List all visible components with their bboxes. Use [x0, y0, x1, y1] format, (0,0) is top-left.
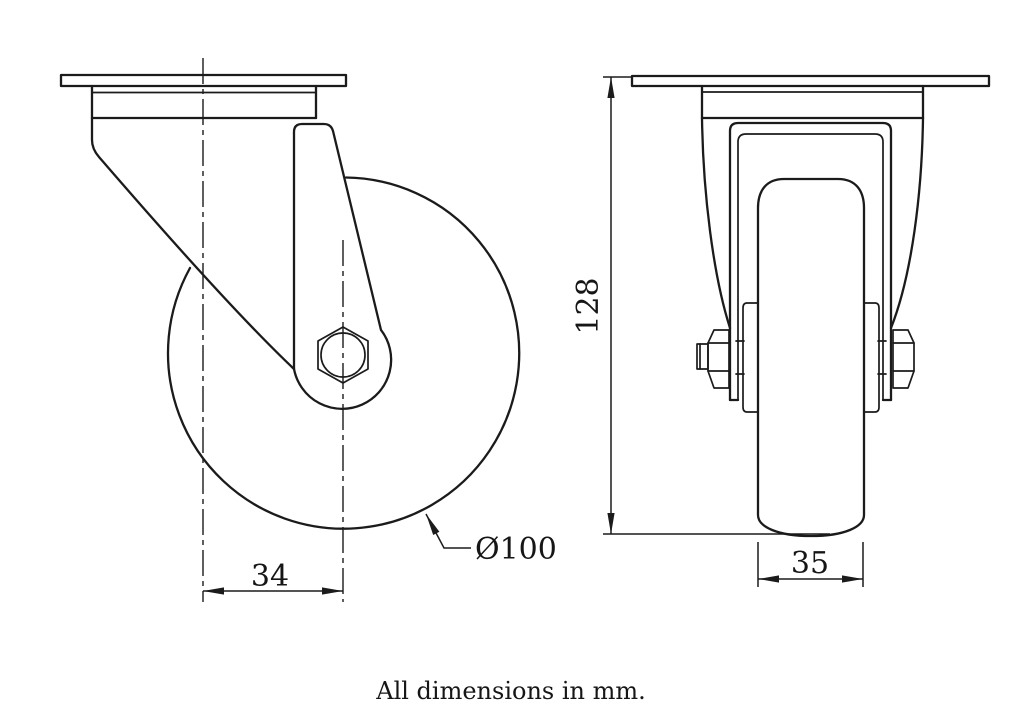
- arrowhead: [607, 77, 615, 98]
- side-view: 34 Ø100: [59, 58, 557, 602]
- axle-bolt-tip: [696, 343, 709, 370]
- axle-hex-nut: [317, 326, 369, 384]
- dimensions-note: All dimensions in mm.: [375, 677, 646, 705]
- axle-bolt-circle: [320, 332, 366, 378]
- mounting-plate-front: [630, 74, 991, 88]
- wheel-circle: [166, 176, 521, 530]
- arrowhead: [322, 587, 343, 595]
- arrowhead: [758, 575, 779, 583]
- arrowhead: [842, 575, 863, 583]
- dimension-wheel-diameter-label: Ø100: [475, 532, 557, 567]
- dimension-wheel-width: 35: [757, 542, 864, 587]
- dimension-wheel-diameter: Ø100: [425, 513, 557, 567]
- hub-washer-right: [863, 302, 880, 413]
- dimension-overall-height-label: 128: [571, 277, 606, 334]
- fork-leg-side: [292, 122, 393, 410]
- arrowhead: [607, 513, 615, 534]
- axle-nut-left: [696, 329, 730, 389]
- dimension-overall-height: 128: [571, 76, 830, 535]
- wheel-front: [756, 177, 866, 538]
- swivel-head-front: [700, 84, 925, 120]
- dimension-wheel-width-label: 35: [791, 546, 829, 581]
- fork-bell-right: [889, 116, 925, 330]
- mounting-plate-side: [59, 73, 348, 88]
- arrowhead: [203, 587, 224, 595]
- fork-bell-left: [700, 116, 732, 330]
- dimension-swivel-offset-label: 34: [251, 559, 289, 594]
- front-view: 128 35: [571, 74, 991, 587]
- fork-swept-edge: [90, 116, 296, 371]
- fork-legs-outer-line: [728, 121, 893, 402]
- fork-legs-inner-line: [737, 133, 884, 401]
- swivel-head-side: [90, 84, 318, 120]
- dimension-swivel-offset: 34: [203, 559, 343, 595]
- arrowhead: [426, 514, 440, 535]
- hub-washer-left: [742, 302, 759, 413]
- axle-nut-right: [892, 329, 915, 389]
